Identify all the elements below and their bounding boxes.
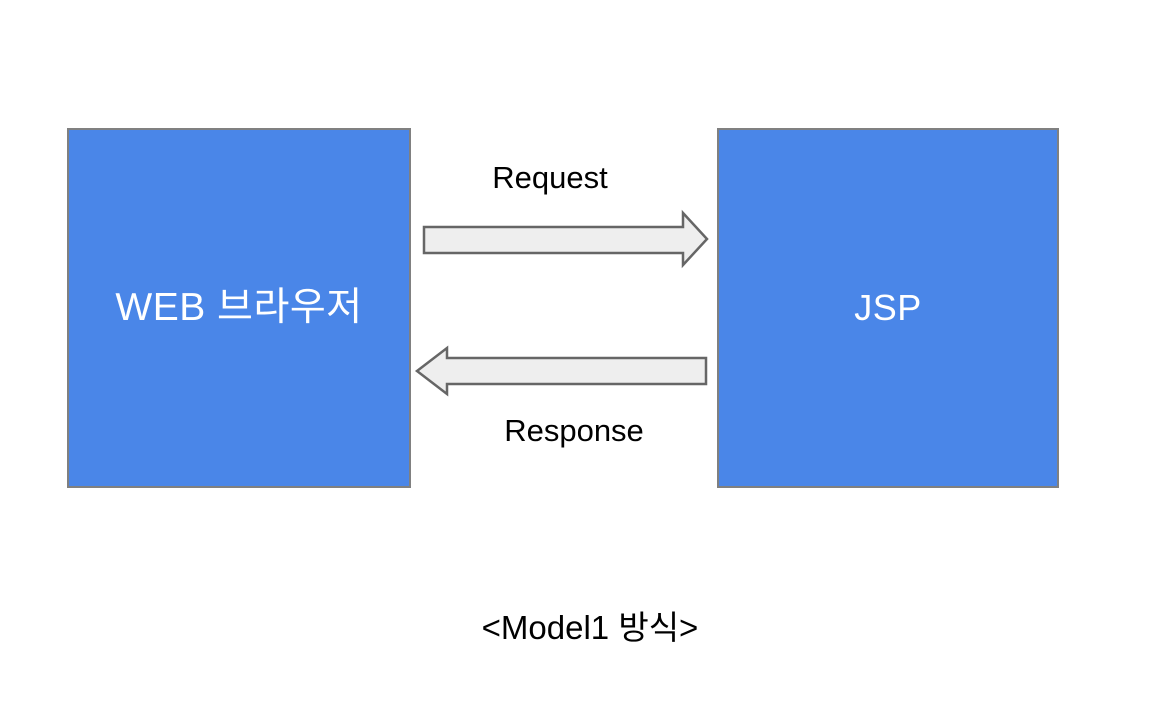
response-arrow-icon[interactable] — [412, 345, 710, 397]
edge-label-response: Response — [504, 413, 644, 448]
node-web-browser[interactable]: WEB 브라우저 — [67, 128, 411, 488]
node-web-browser-label: WEB 브라우저 — [115, 285, 363, 329]
edge-label-request: Request — [492, 160, 608, 195]
diagram-caption: <Model1 방식> — [481, 609, 699, 646]
request-arrow-icon[interactable] — [420, 208, 710, 270]
node-jsp[interactable]: JSP — [717, 128, 1059, 488]
node-jsp-label: JSP — [854, 287, 922, 329]
